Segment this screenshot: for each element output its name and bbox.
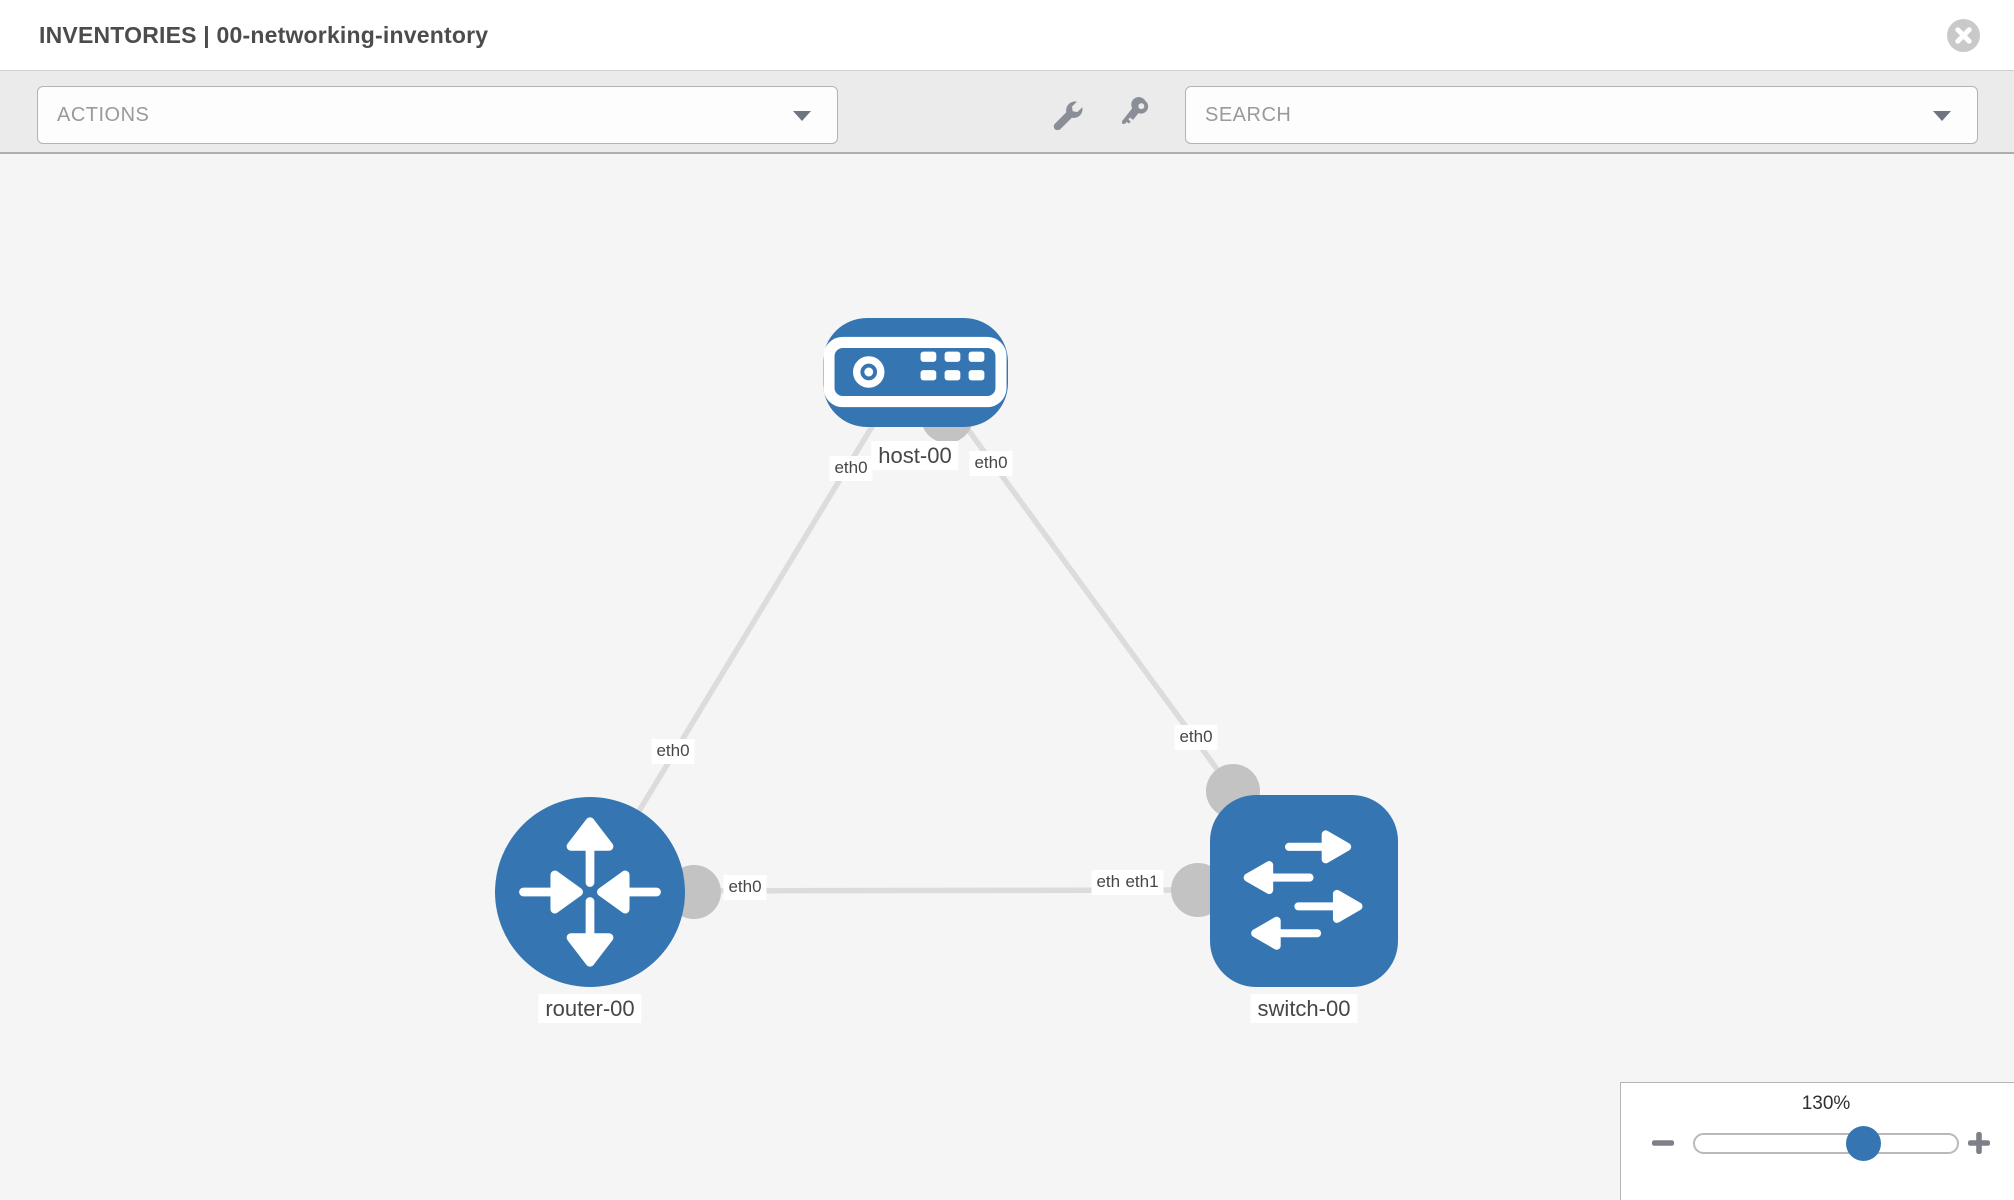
minus-icon <box>1652 1140 1674 1146</box>
wrench-icon <box>1053 101 1083 130</box>
caret-down-icon <box>1933 111 1951 121</box>
toolbar: ACTIONS SEARCH <box>0 70 2014 154</box>
node-label-router-00: router-00 <box>538 994 642 1024</box>
topology-canvas[interactable]: 130% host-00 router-00 switch-00 eth0 eth0 et… <box>0 154 2014 1200</box>
node-label-switch-00: switch-00 <box>1250 994 1358 1024</box>
header-bar: INVENTORIES | 00-networking-inventory <box>0 0 2014 70</box>
zoom-slider-thumb[interactable] <box>1846 1126 1881 1161</box>
interface-label-eth0: eth0 <box>969 451 1013 476</box>
interface-label-eth0: eth0 <box>829 456 873 481</box>
page-title: INVENTORIES | 00-networking-inventory <box>39 21 489 48</box>
actions-dropdown-label: ACTIONS <box>57 103 150 126</box>
interface-label-eth0: eth0 <box>1174 725 1218 750</box>
key-icon <box>1121 97 1149 124</box>
x-icon <box>1955 27 1972 44</box>
plus-icon <box>1968 1132 1990 1154</box>
interface-label-eth0: eth0 <box>723 875 767 900</box>
actions-dropdown[interactable]: ACTIONS <box>37 86 838 144</box>
zoom-percent-value: 130% <box>1801 1093 1851 1114</box>
interface-label-eth1: eth1 <box>1120 870 1164 895</box>
zoom-slider-track[interactable] <box>1693 1126 1959 1161</box>
search-dropdown-label: SEARCH <box>1205 103 1292 126</box>
node-host-00[interactable] <box>822 317 1008 427</box>
interface-label-eth0: eth0 <box>651 739 695 764</box>
links-layer <box>587 391 1260 919</box>
node-label-host-00: host-00 <box>871 441 959 471</box>
configure-button[interactable] <box>1040 85 1096 141</box>
close-button[interactable] <box>1947 19 1980 52</box>
switch-arrows-icon <box>1243 830 1363 950</box>
zoom-panel: 130% <box>1620 1082 2014 1200</box>
server-icon <box>823 336 1007 408</box>
node-router-00[interactable] <box>495 797 685 987</box>
zoom-in-button[interactable] <box>1959 1123 1999 1163</box>
search-dropdown[interactable]: SEARCH <box>1185 86 1978 144</box>
caret-down-icon <box>793 111 811 121</box>
zoom-out-button[interactable] <box>1643 1123 1683 1163</box>
router-arrows-icon <box>519 817 661 967</box>
credentials-button[interactable] <box>1108 85 1164 141</box>
node-switch-00[interactable] <box>1210 795 1398 987</box>
